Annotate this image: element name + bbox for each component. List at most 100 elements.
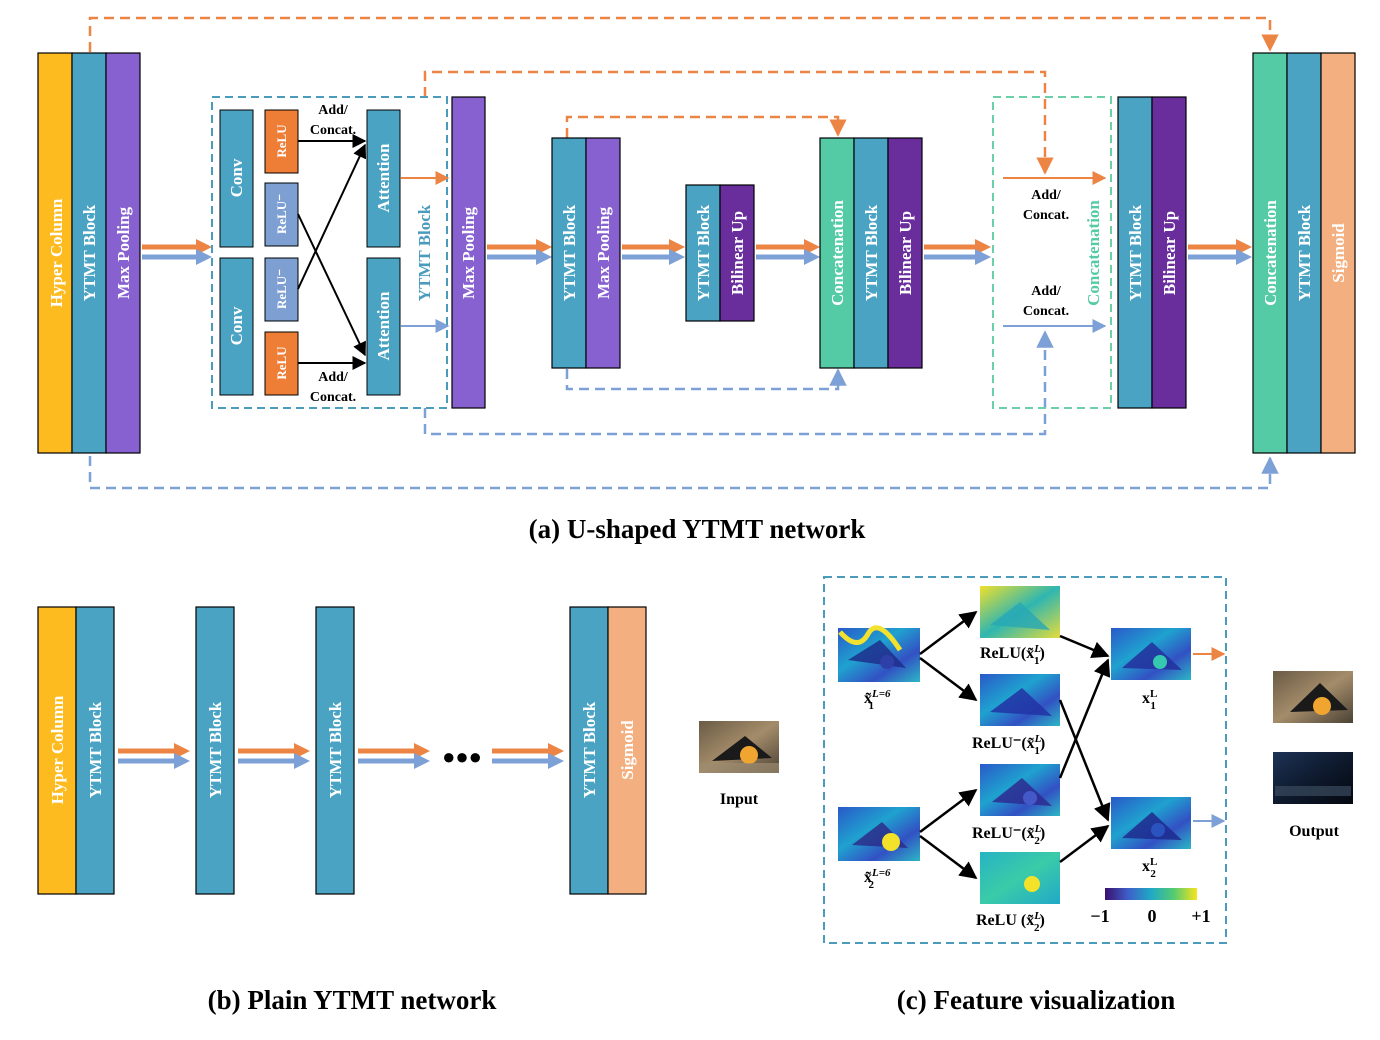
max-pooling-block-1 bbox=[105, 52, 141, 454]
ytmt-block-4-label: YTMT Block bbox=[862, 204, 881, 301]
skip-inner-orange bbox=[565, 115, 847, 138]
concat-detail-concat-top: Concat. bbox=[1023, 208, 1069, 223]
plain-sigmoid-label: Sigmoid bbox=[618, 720, 637, 780]
relu-neg-2-label: ReLU⁻ bbox=[274, 269, 289, 309]
relu-1-label: ReLU bbox=[274, 124, 289, 158]
feature-map-reluneg-x2 bbox=[980, 764, 1060, 816]
flow-arrow-3 bbox=[622, 239, 685, 265]
fv-arrow-x1-reluneg bbox=[919, 657, 978, 702]
ytmt-block-6-label: YTMT Block bbox=[1295, 204, 1314, 301]
max-pooling-block-2 bbox=[451, 96, 486, 409]
plain-arrow-1 bbox=[118, 743, 190, 769]
add-label-top: Add/ bbox=[318, 103, 349, 118]
ytmt-block-4 bbox=[853, 137, 889, 369]
ytmt-block-1 bbox=[71, 52, 107, 454]
skip-inner-blue bbox=[565, 368, 847, 391]
attention-2 bbox=[366, 257, 401, 396]
plain-ytmt-4 bbox=[569, 606, 609, 895]
conv-1-label: Conv bbox=[227, 158, 246, 197]
fv-arrow-relunegx2-out1 bbox=[1058, 658, 1111, 779]
caption-a: (a) U-shaped YTMT network bbox=[529, 514, 866, 544]
feature-map-reluneg-x1 bbox=[980, 674, 1060, 726]
concatenation-2-label: Concatenation bbox=[1261, 200, 1280, 306]
bilinear-up-2 bbox=[887, 137, 923, 369]
skip-mid-orange bbox=[423, 70, 1054, 175]
input-image bbox=[699, 721, 779, 773]
relu-1 bbox=[264, 109, 299, 174]
feature-map-x2-output bbox=[1111, 797, 1191, 849]
ytmt-detail-title: YTMT Block bbox=[415, 204, 434, 301]
bilinear-up-2-label: Bilinear Up bbox=[896, 211, 915, 295]
max-pooling-3-label: Max Pooling bbox=[594, 206, 613, 299]
feature-map-x1-input bbox=[838, 625, 920, 682]
plain-hyper-column bbox=[37, 606, 77, 895]
add-label-bottom: Add/ bbox=[318, 370, 349, 385]
reluneg2-to-att1 bbox=[297, 143, 367, 290]
attention-2-label: Attention bbox=[374, 291, 393, 360]
output-image-2 bbox=[1273, 752, 1353, 804]
relu-neg-2 bbox=[264, 257, 299, 322]
flow-arrow-1 bbox=[142, 239, 212, 265]
conv-2-label: Conv bbox=[227, 306, 246, 345]
bilinear-up-1-label: Bilinear Up bbox=[728, 211, 747, 295]
fv-arrow-x1-relu bbox=[919, 610, 978, 655]
ytmt-detail-frame bbox=[211, 96, 448, 409]
skip-outer-orange bbox=[88, 16, 1279, 52]
flow-arrow-2 bbox=[487, 239, 552, 265]
plain-arrow-4 bbox=[492, 743, 564, 769]
fv-arrow-relux1-out1 bbox=[1059, 634, 1110, 659]
concat-detail-title: Concatenation bbox=[1084, 200, 1103, 306]
plain-ytmt-4-label: YTMT Block bbox=[580, 701, 599, 798]
ytmt-block-3-label: YTMT Block bbox=[694, 204, 713, 301]
ytmt-block-3 bbox=[685, 184, 721, 322]
flow-arrow-5 bbox=[924, 239, 991, 265]
caption-b: (b) Plain YTMT network bbox=[208, 985, 497, 1015]
attention-1 bbox=[366, 109, 401, 248]
sigmoid-block-1 bbox=[1320, 52, 1356, 454]
flow-arrow-4 bbox=[756, 239, 820, 265]
output-image-1 bbox=[1273, 671, 1353, 723]
plain-ytmt-1 bbox=[75, 606, 115, 895]
ytmt-block-2 bbox=[551, 137, 587, 369]
plain-ytmt-3-label: YTMT Block bbox=[326, 701, 345, 798]
colorbar-max-label: +1 bbox=[1191, 906, 1210, 926]
colorbar-mid-label: 0 bbox=[1148, 906, 1157, 926]
bilinear-up-3 bbox=[1151, 96, 1187, 409]
plain-arrow-3 bbox=[358, 743, 430, 769]
fv-arrow-relux2-out2 bbox=[1059, 824, 1110, 863]
concat-detail-add-bottom: Add/ bbox=[1031, 284, 1062, 299]
ellipsis-dots: ●●● bbox=[442, 744, 482, 769]
relu-2 bbox=[264, 331, 299, 396]
ytmt-block-1-label: YTMT Block bbox=[80, 204, 99, 301]
plain-ytmt-1-label: YTMT Block bbox=[86, 701, 105, 798]
conv-1 bbox=[219, 109, 254, 248]
concat-label-bottom: Concat. bbox=[310, 390, 356, 405]
concat-detail-add-top: Add/ bbox=[1031, 188, 1062, 203]
plain-network: Hyper Column YTMT Block YTMT Block YTMT … bbox=[37, 606, 779, 1015]
concatenation-block-2 bbox=[1252, 52, 1288, 454]
max-pooling-block-3 bbox=[585, 137, 621, 369]
colorbar bbox=[1105, 888, 1197, 900]
attention-1-label: Attention bbox=[374, 143, 393, 212]
feature-map-relu-x1 bbox=[980, 586, 1060, 638]
plain-ytmt-2-label: YTMT Block bbox=[206, 701, 225, 798]
fv-arrow-x2-reluneg bbox=[919, 788, 978, 833]
ytmt-block-5-label: YTMT Block bbox=[1126, 204, 1145, 301]
concatenation-block-1 bbox=[819, 137, 855, 369]
plain-sigmoid bbox=[607, 606, 647, 895]
plain-hyper-column-label: Hyper Column bbox=[48, 695, 67, 804]
relu-2-label: ReLU bbox=[274, 346, 289, 380]
ytmt-block-6 bbox=[1286, 52, 1322, 454]
fv-arrow-relunegx1-out2 bbox=[1058, 699, 1111, 822]
concat-label-top: Concat. bbox=[310, 123, 356, 138]
concat-detail-frame bbox=[992, 96, 1112, 409]
hyper-column-label: Hyper Column bbox=[47, 198, 66, 307]
input-label: Input bbox=[720, 791, 759, 808]
